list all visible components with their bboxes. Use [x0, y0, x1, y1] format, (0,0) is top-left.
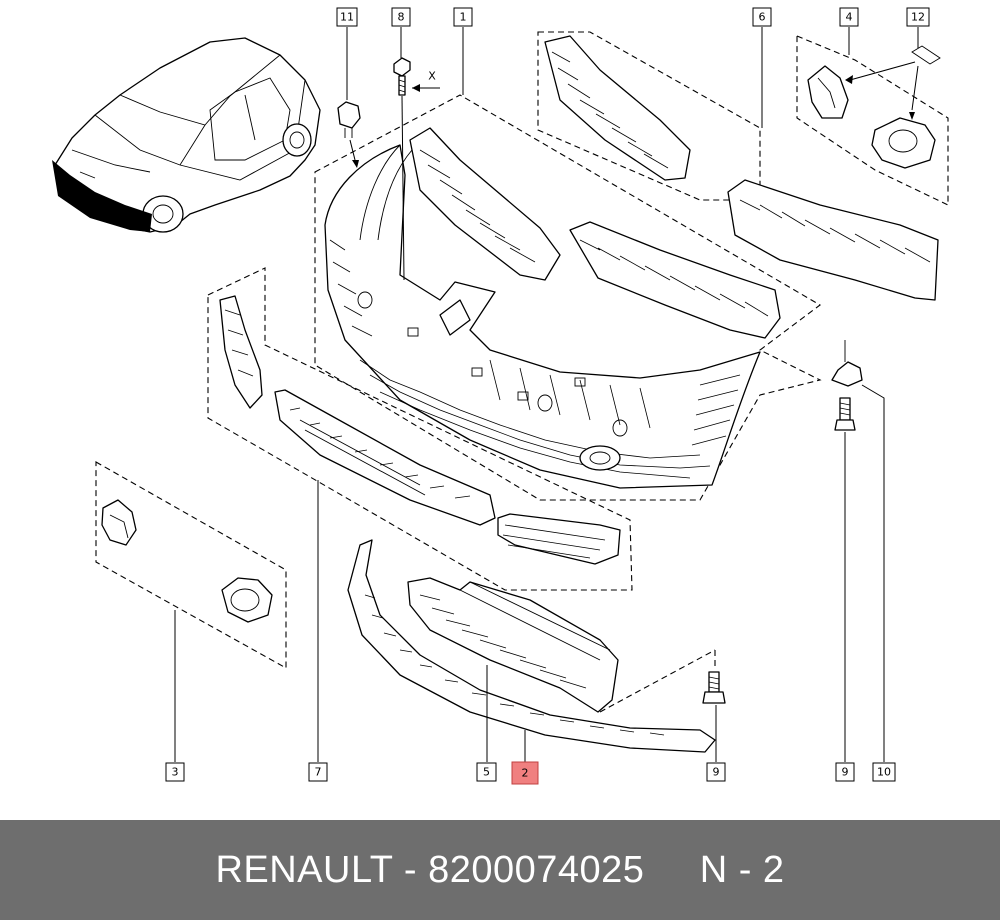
- svg-text:4: 4: [846, 11, 853, 24]
- svg-text:11: 11: [340, 11, 354, 24]
- callout-9-right: 9: [835, 762, 855, 782]
- group-outlines: [95, 31, 949, 669]
- callout-2-highlighted: 2: [511, 761, 539, 785]
- svg-text:9: 9: [713, 766, 720, 779]
- exploded-parts-diagram: X: [52, 7, 949, 785]
- svg-text:9: 9: [842, 766, 849, 779]
- front-bumper-cover: [324, 144, 761, 489]
- callout-1: 1: [453, 7, 473, 27]
- part-number-banner: RENAULT - 8200074025 N - 2: [0, 820, 1000, 920]
- svg-text:6: 6: [759, 11, 766, 24]
- callout-12: 12: [906, 7, 930, 27]
- svg-text:5: 5: [483, 766, 490, 779]
- callout-7: 7: [308, 762, 328, 782]
- clip-and-screw: X: [337, 57, 440, 281]
- svg-text:12: 12: [911, 11, 925, 24]
- callout-4: 4: [839, 7, 859, 27]
- svg-text:10: 10: [877, 766, 891, 779]
- screw-dimension-label: X: [428, 70, 436, 83]
- callout-6: 6: [752, 7, 772, 27]
- side-mounting-brackets: [807, 45, 941, 169]
- fasteners: [702, 340, 863, 704]
- callout-9-left: 9: [706, 762, 726, 782]
- bumper-reinforcement-brackets: [409, 35, 939, 339]
- lower-deflector: [407, 577, 619, 713]
- svg-text:7: 7: [315, 766, 322, 779]
- car-illustration: [52, 37, 321, 233]
- callout-5: 5: [476, 762, 497, 782]
- lower-grille-trim: [219, 295, 621, 565]
- svg-text:2: 2: [522, 767, 529, 780]
- svg-text:3: 3: [172, 766, 179, 779]
- leader-lines: [174, 27, 919, 762]
- callout-8: 8: [391, 7, 411, 27]
- callout-3: 3: [165, 762, 185, 782]
- part-number-text: RENAULT - 8200074025 N - 2: [215, 848, 785, 891]
- callout-11: 11: [336, 7, 358, 27]
- front-spoiler-strip: [347, 539, 716, 753]
- callout-10: 10: [872, 762, 896, 782]
- svg-text:8: 8: [398, 11, 405, 24]
- svg-text:1: 1: [460, 11, 467, 24]
- fog-lamp-covers: [101, 499, 273, 623]
